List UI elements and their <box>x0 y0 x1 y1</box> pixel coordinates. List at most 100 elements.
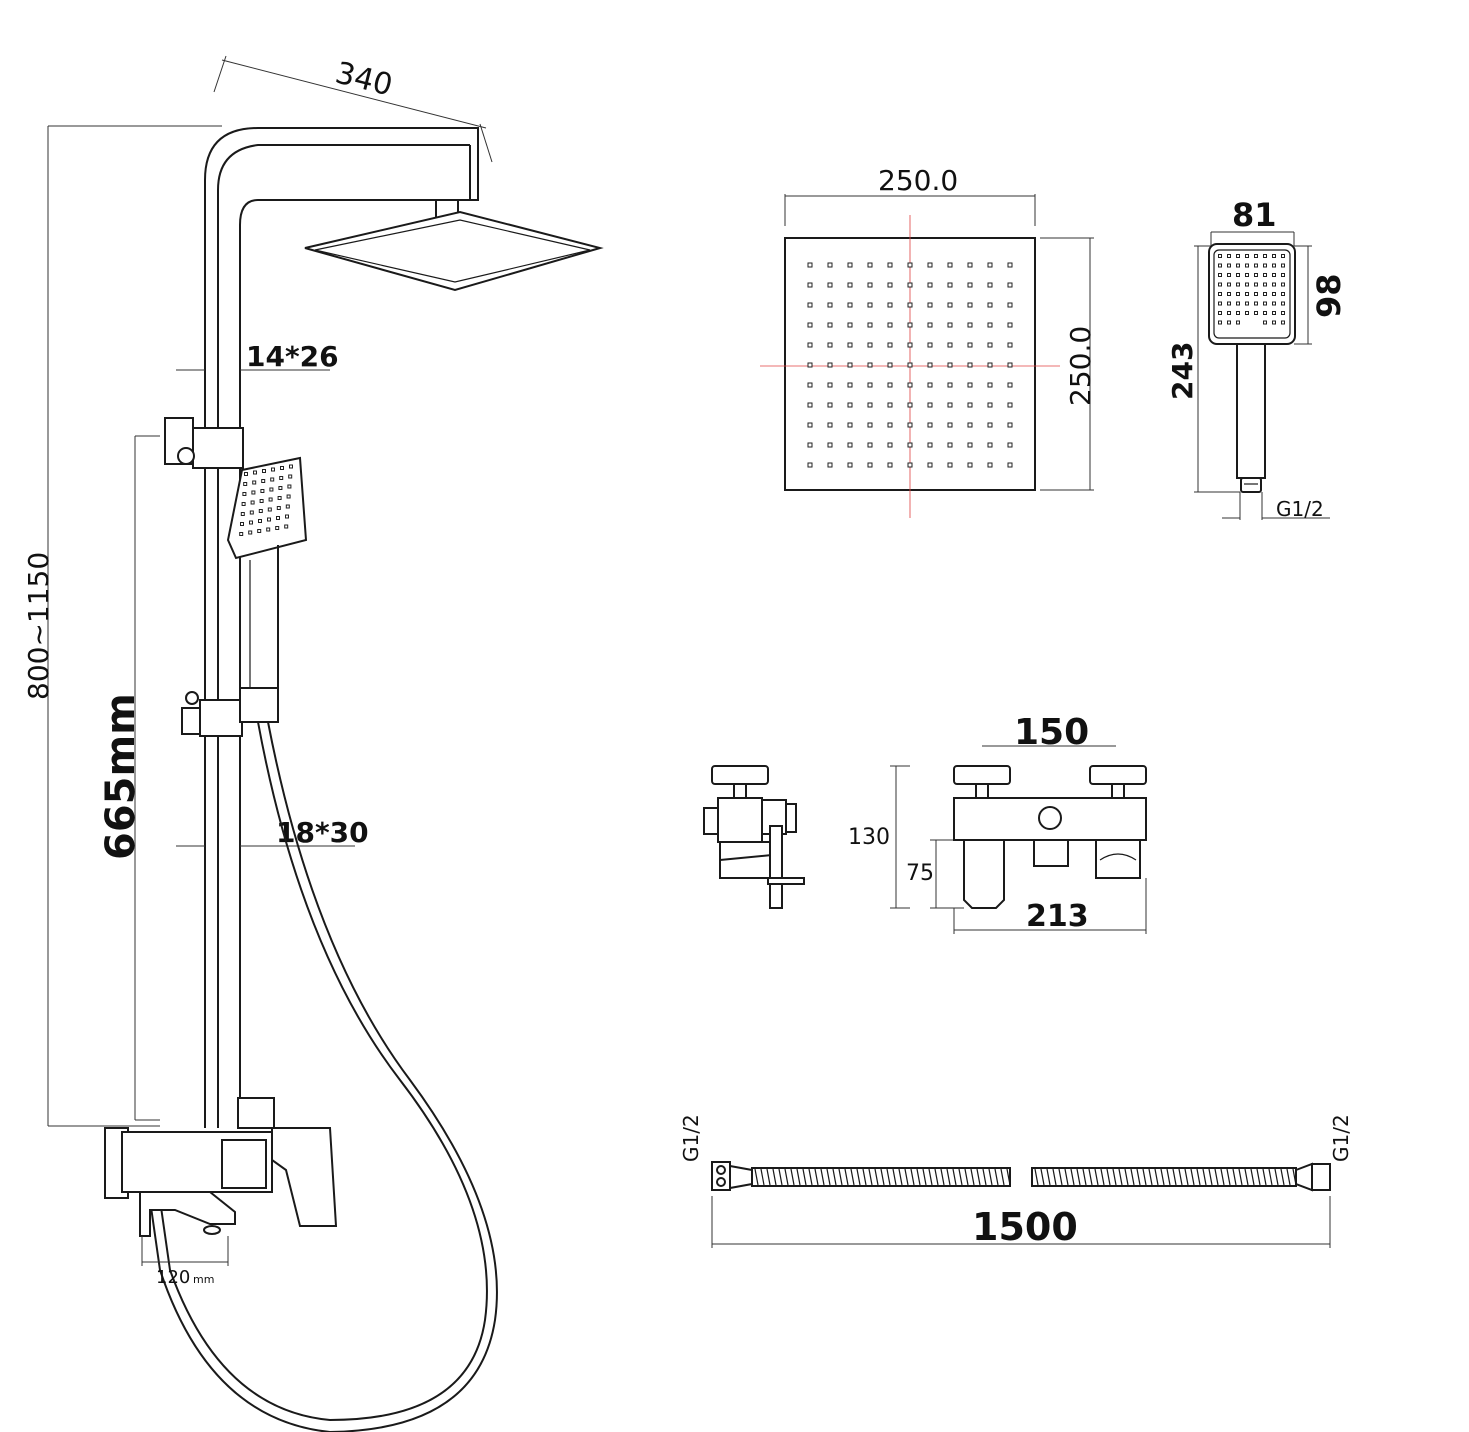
nozzle <box>927 362 933 368</box>
nozzle <box>1007 302 1013 308</box>
nozzle <box>887 342 893 348</box>
hose-coil-stroke <box>1160 1168 1165 1186</box>
nozzle <box>278 486 283 490</box>
head-width-label: 250.0 <box>878 164 958 197</box>
nozzle <box>1227 301 1231 306</box>
nozzle <box>1218 263 1222 268</box>
nozzle <box>1281 254 1285 258</box>
hose-coil-stroke <box>982 1168 987 1186</box>
hose-coil-stroke <box>874 1168 879 1186</box>
nozzle <box>1254 292 1258 296</box>
nozzle <box>1227 292 1231 296</box>
hose-coil-stroke <box>994 1168 999 1186</box>
nozzle <box>1227 254 1231 258</box>
nozzle <box>1272 263 1276 268</box>
mixer-front-view: 150 130 75 213 <box>848 712 1147 934</box>
nozzle <box>987 402 993 408</box>
hose-coil-stroke <box>814 1168 819 1186</box>
nozzle <box>907 462 913 468</box>
nozzle <box>276 516 280 520</box>
nozzle <box>847 302 853 308</box>
nozzle <box>1263 273 1267 277</box>
nozzle <box>1281 273 1285 277</box>
hose-coil-stroke <box>958 1168 963 1186</box>
nozzle <box>887 322 893 328</box>
nozzle <box>1263 292 1267 296</box>
nozzle <box>987 442 993 448</box>
hand-thread-label: G1/2 <box>1276 497 1324 521</box>
nozzle <box>1227 273 1231 277</box>
nozzle <box>887 442 893 448</box>
nozzle <box>847 282 853 288</box>
hose-coil-stroke <box>754 1168 759 1186</box>
nozzle <box>847 382 853 388</box>
nozzle <box>242 492 247 496</box>
nozzle <box>277 496 282 500</box>
shower-column-drawing: 340 800~1150 665mm 14*26 <box>22 56 604 1432</box>
nozzle <box>1272 282 1276 287</box>
nozzle <box>249 510 254 515</box>
nozzle <box>967 382 973 388</box>
nozzle <box>1227 311 1231 315</box>
hose-drawing: G1/2 G1/2 1500 <box>679 1114 1353 1249</box>
nozzle <box>827 342 833 348</box>
nozzle <box>947 442 953 448</box>
nozzle <box>887 262 893 268</box>
nozzle <box>1245 292 1249 296</box>
nozzle <box>267 507 272 512</box>
hose-coil-stroke <box>1172 1168 1177 1186</box>
nozzle <box>286 494 291 499</box>
nozzle <box>258 519 262 523</box>
hose-coil-stroke <box>1006 1168 1011 1186</box>
nozzle <box>240 512 245 516</box>
nozzle <box>241 502 246 506</box>
nozzle <box>1007 282 1013 288</box>
hand-length-label: 243 <box>1166 342 1199 400</box>
hose-coil-stroke <box>976 1168 981 1186</box>
hose-coil-stroke <box>952 1168 957 1186</box>
nozzle <box>887 402 893 408</box>
nozzle <box>261 479 266 483</box>
nozzle <box>1007 402 1013 408</box>
hose-coil-stroke <box>1286 1168 1291 1186</box>
hose-coil-stroke <box>1082 1168 1087 1186</box>
hose-coil-stroke <box>1196 1168 1201 1186</box>
nozzle <box>827 262 833 268</box>
nozzle <box>251 490 256 495</box>
nozzle <box>258 509 263 513</box>
mixer-side-view <box>703 765 805 909</box>
hose-coil-stroke <box>940 1168 945 1186</box>
hose-coil-stroke <box>1226 1168 1231 1186</box>
nozzle <box>1236 282 1240 287</box>
nozzle <box>267 517 271 522</box>
nozzle <box>1007 262 1013 268</box>
nozzle <box>947 342 953 348</box>
hose-coil-stroke <box>1202 1168 1207 1186</box>
hose-coil-stroke <box>1040 1168 1045 1186</box>
hose-coil-stroke <box>946 1168 951 1186</box>
nozzle <box>1254 254 1258 258</box>
pipe-upper-label: 14*26 <box>246 340 339 373</box>
nozzle <box>289 464 293 469</box>
hose-coil-stroke <box>1238 1168 1243 1186</box>
hose-coil-stroke <box>1052 1168 1057 1186</box>
nozzle <box>1272 301 1276 306</box>
nozzle <box>1272 320 1276 325</box>
hose-coil-stroke <box>904 1168 909 1186</box>
nozzle <box>1263 282 1267 287</box>
nozzle <box>1263 263 1267 268</box>
hose-coil-stroke <box>880 1168 885 1186</box>
hose-coil-stroke <box>838 1168 843 1186</box>
hand-width-label: 81 <box>1232 196 1277 234</box>
nozzle <box>907 342 913 348</box>
nozzle <box>1272 273 1276 277</box>
hose-coil-stroke <box>826 1168 831 1186</box>
hose-coil-stroke <box>1268 1168 1273 1186</box>
nozzle <box>987 302 993 308</box>
nozzle <box>807 342 813 348</box>
nozzle <box>827 442 833 448</box>
hand-shower-nozzle-grid <box>1218 254 1285 325</box>
nozzle <box>1227 282 1231 287</box>
nozzle <box>967 282 973 288</box>
hose-coil-stroke <box>820 1168 825 1186</box>
